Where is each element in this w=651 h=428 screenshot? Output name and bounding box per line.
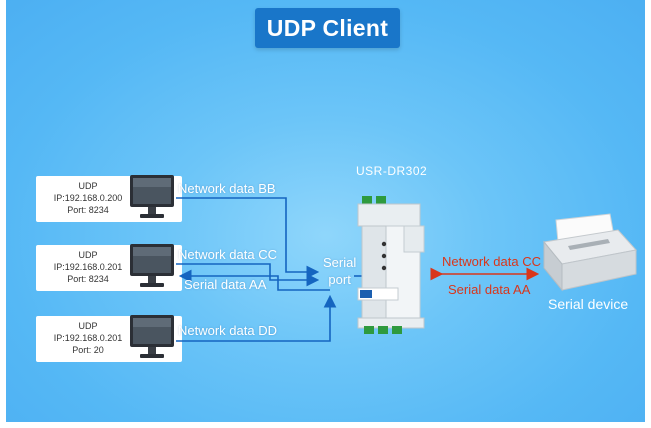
din-rail-device — [357, 196, 425, 334]
monitor-icon — [130, 315, 174, 358]
device-name: USR-DR302 — [356, 164, 428, 178]
client-port: Port: 8234 — [67, 274, 109, 284]
monitor-icon — [130, 244, 174, 287]
client-port: Port: 8234 — [67, 205, 109, 215]
client-ip: IP:192.168.0.201 — [53, 262, 123, 272]
network-label-dd: Network data DD — [178, 323, 277, 338]
diagram-title: UDP Client — [255, 8, 400, 48]
client-protocol: UDP — [78, 250, 98, 260]
serial-link-out-label: Network data CC — [442, 254, 541, 269]
client-info-2: UDP IP:192.168.0.201 Port: 8234 — [36, 249, 140, 285]
client-protocol: UDP — [78, 321, 98, 331]
client-ip: IP:192.168.0.200 — [53, 193, 123, 203]
serial-port-line1: Serial — [323, 255, 357, 270]
serial-line-aa — [178, 269, 330, 291]
monitor-icon — [130, 175, 174, 218]
serial-port-label: Serial port — [323, 254, 356, 288]
network-line-bb — [176, 197, 320, 279]
client-ip: IP:192.168.0.201 — [53, 333, 123, 343]
network-label-bb: Network data BB — [178, 181, 276, 196]
network-line-cc — [176, 263, 320, 287]
serial-port-line2: port — [328, 272, 351, 287]
client-info-3: UDP IP:192.168.0.201 Port: 20 — [36, 320, 140, 356]
serial-label-aa: Serial data AA — [184, 277, 267, 292]
receipt-printer-icon — [543, 213, 637, 292]
client-port: Port: 20 — [72, 345, 104, 355]
network-line-dd — [176, 294, 337, 342]
network-label-cc: Network data CC — [178, 247, 277, 262]
serial-device-label: Serial device — [548, 296, 629, 312]
client-protocol: UDP — [78, 181, 98, 191]
client-info-1: UDP IP:192.168.0.200 Port: 8234 — [36, 180, 140, 216]
serial-link-in-label: Serial data AA — [448, 282, 531, 297]
